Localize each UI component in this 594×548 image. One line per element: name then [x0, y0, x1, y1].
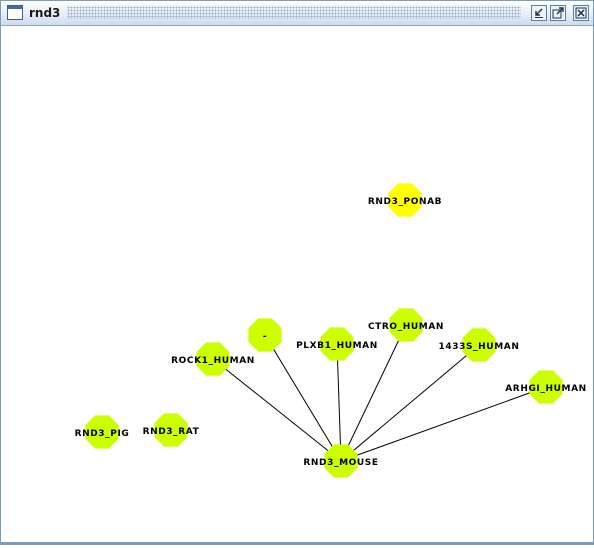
node-dash[interactable]: - — [248, 318, 282, 352]
node-shape[interactable] — [196, 342, 230, 376]
node-arhgi-human[interactable]: ARHGI_HUMAN — [505, 370, 587, 404]
node-shape[interactable] — [248, 318, 282, 352]
node-plxb1-human[interactable]: PLXB1_HUMAN — [296, 327, 378, 361]
node-1433s-human[interactable]: 1433S_HUMAN — [439, 328, 520, 362]
node-shape[interactable] — [324, 444, 358, 478]
node-label: RND3_PIG — [75, 429, 130, 439]
edge-rnd3-mouse-dash[interactable] — [264, 334, 342, 462]
network-graph[interactable]: RND3_PONAB CTRO_HUMAN - PLXB1_HUMAN 1433S_HU… — [1, 26, 593, 544]
maximize-button[interactable] — [550, 5, 566, 21]
network-canvas[interactable]: RND3_PONAB CTRO_HUMAN - PLXB1_HUMAN 1433S_HU… — [1, 26, 593, 544]
edge-rnd3-mouse-arhgi-human[interactable] — [340, 386, 547, 462]
node-label: 1433S_HUMAN — [439, 342, 520, 352]
node-label: ARHGI_HUMAN — [505, 384, 587, 394]
title-bar-grip — [67, 6, 521, 19]
minimize-icon — [535, 8, 543, 18]
node-ctro-human[interactable]: CTRO_HUMAN — [368, 308, 444, 342]
edge-rnd3-mouse-ctro-human[interactable] — [340, 324, 407, 462]
node-shape[interactable] — [388, 183, 422, 217]
edge-rnd3-mouse-plxb1-human[interactable] — [336, 343, 342, 462]
node-rnd3-mouse[interactable]: RND3_MOUSE — [303, 444, 378, 478]
node-shape[interactable] — [320, 327, 354, 361]
node-rnd3-ponab[interactable]: RND3_PONAB — [368, 183, 442, 217]
edge-rnd3-mouse-1433s-human[interactable] — [340, 344, 480, 462]
node-shape[interactable] — [462, 328, 496, 362]
window-icon — [7, 5, 23, 20]
node-label: RND3_PONAB — [368, 197, 442, 207]
node-rnd3-pig[interactable]: RND3_PIG — [75, 415, 130, 449]
node-label: CTRO_HUMAN — [368, 322, 444, 332]
window-title: rnd3 — [29, 6, 61, 20]
node-rock1-human[interactable]: ROCK1_HUMAN — [171, 342, 255, 376]
node-label: ROCK1_HUMAN — [171, 356, 255, 366]
node-label: PLXB1_HUMAN — [296, 341, 378, 351]
node-shape[interactable] — [154, 413, 188, 447]
node-label: RND3_RAT — [143, 427, 200, 437]
maximize-icon — [552, 7, 564, 19]
edge-rnd3-mouse-rock1-human[interactable] — [212, 358, 342, 462]
close-icon — [575, 7, 587, 19]
node-label: - — [263, 332, 267, 342]
title-bar[interactable]: rnd3 — [1, 1, 593, 26]
node-shape[interactable] — [85, 415, 119, 449]
node-rnd3-rat[interactable]: RND3_RAT — [143, 413, 200, 447]
edges — [212, 324, 547, 462]
node-label: RND3_MOUSE — [303, 458, 378, 468]
minimize-button[interactable] — [531, 5, 547, 21]
close-button[interactable] — [573, 5, 589, 21]
window-bottom-border — [1, 542, 593, 544]
node-shape[interactable] — [389, 308, 423, 342]
node-shape[interactable] — [529, 370, 563, 404]
